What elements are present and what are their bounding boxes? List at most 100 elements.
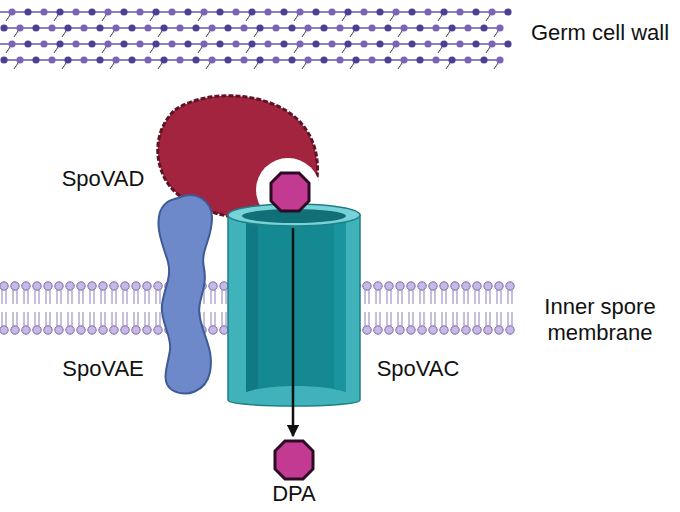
sugar-unit [328, 8, 335, 15]
lipid-head [374, 282, 382, 290]
lipid-head [220, 326, 228, 334]
sugar-unit [472, 8, 479, 15]
lipid-head [22, 282, 30, 290]
sugar-unit [440, 40, 447, 47]
lipid-tail [475, 290, 479, 304]
sugar-unit [32, 56, 39, 63]
lipid-head [363, 282, 371, 290]
glycan-strand [4, 59, 500, 61]
sugar-unit [192, 24, 199, 31]
lipid-tail [101, 312, 105, 326]
lipid-tail [486, 290, 490, 304]
sugar-unit [368, 56, 375, 63]
sugar-unit [408, 40, 415, 47]
sugar-unit [424, 40, 431, 47]
lipid-head [99, 326, 107, 334]
lipid-tail [222, 312, 226, 326]
lipid-tail [2, 312, 6, 326]
sugar-unit [360, 40, 367, 47]
lipid-tail [442, 312, 446, 326]
sugar-unit [464, 56, 471, 63]
sugar-unit [368, 24, 375, 31]
lipid-tail [13, 290, 17, 304]
sugar-unit [392, 8, 399, 15]
sugar-unit [96, 56, 103, 63]
sugar-unit [56, 40, 63, 47]
lipid-head [495, 326, 503, 334]
sugar-unit [456, 40, 463, 47]
sugar-unit [192, 56, 199, 63]
sugar-unit [200, 8, 207, 15]
lipid-tail [475, 312, 479, 326]
sugar-unit [208, 56, 215, 63]
lipid-head [77, 282, 85, 290]
lipid-tail [46, 290, 50, 304]
sugar-unit [480, 56, 487, 63]
sugar-unit [96, 24, 103, 31]
part-label: SpoVAD [62, 166, 145, 192]
sugar-unit [16, 24, 23, 31]
sugar-unit [312, 8, 319, 15]
sugar-unit [40, 40, 47, 47]
lipid-tail [398, 312, 402, 326]
sugar-unit [488, 40, 495, 47]
part-label: SpoVAE [62, 356, 144, 382]
lipid-head [418, 326, 426, 334]
sugar-unit [224, 24, 231, 31]
sugar-unit [384, 56, 391, 63]
sugar-unit [432, 56, 439, 63]
lipid-tail [145, 290, 149, 304]
lipid-head [396, 326, 404, 334]
lipid-tail [365, 312, 369, 326]
lipid-tail [57, 312, 61, 326]
lipid-head [121, 326, 129, 334]
lipid-tail [90, 312, 94, 326]
sugar-unit [344, 8, 351, 15]
lipid-tail [211, 290, 215, 304]
lipid-head [110, 326, 118, 334]
sugar-unit [224, 56, 231, 63]
lipid-tail [420, 312, 424, 326]
sugar-unit [112, 24, 119, 31]
lipid-head [209, 282, 217, 290]
lipid-head [473, 326, 481, 334]
sugar-unit [456, 8, 463, 15]
sugar-unit [472, 40, 479, 47]
lipid-tail [35, 312, 39, 326]
sugar-unit [256, 24, 263, 31]
lipid-tail [453, 290, 457, 304]
sugar-unit [488, 8, 495, 15]
lipid-head [440, 282, 448, 290]
lipid-head [66, 282, 74, 290]
lipid-head [385, 326, 393, 334]
sugar-unit [256, 56, 263, 63]
sugar-unit [448, 24, 455, 31]
sugar-unit [184, 40, 191, 47]
sugar-unit [216, 8, 223, 15]
sugar-unit [200, 40, 207, 47]
sugar-unit [336, 56, 343, 63]
lipid-tail [497, 312, 501, 326]
sugar-unit [48, 24, 55, 31]
lipid-tail [35, 290, 39, 304]
sugar-unit [24, 40, 31, 47]
lipid-head [451, 282, 459, 290]
sugar-unit [120, 8, 127, 15]
lipid-head [33, 326, 41, 334]
sugar-unit [88, 40, 95, 47]
lipid-tail [365, 290, 369, 304]
transport-arrow [292, 228, 295, 436]
sugar-unit [176, 56, 183, 63]
lipid-tail [497, 290, 501, 304]
sugar-unit [168, 40, 175, 47]
lipid-tail [409, 312, 413, 326]
sugar-unit [144, 24, 151, 31]
lipid-head [451, 326, 459, 334]
sugar-unit [296, 8, 303, 15]
sugar-unit [248, 8, 255, 15]
lipid-tail [431, 312, 435, 326]
lipid-tail [398, 290, 402, 304]
sugar-unit [80, 56, 87, 63]
